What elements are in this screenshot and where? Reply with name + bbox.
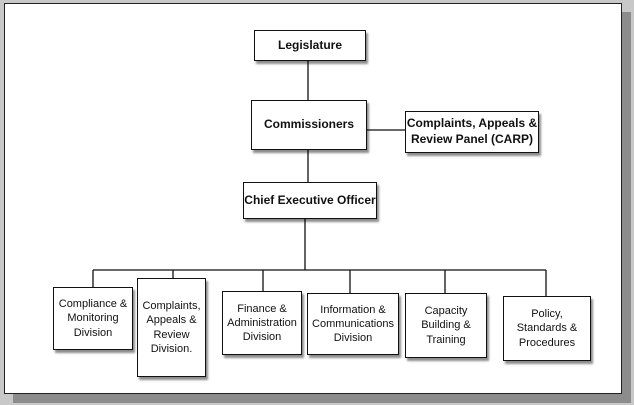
- policy-standards-procedures-box: Policy, Standards & Procedures: [503, 296, 591, 361]
- finance-administration-division-box: Finance & Administration Division: [222, 291, 302, 355]
- carp-box: Complaints, Appeals & Review Panel (CARP…: [405, 111, 539, 153]
- information-communications-division-box: Information & Communications Division: [307, 293, 399, 355]
- commissioners-box: Commissioners: [251, 100, 367, 150]
- capacity-building-training-box: Capacity Building & Training: [405, 293, 487, 358]
- compliance-monitoring-division-box: Compliance & Monitoring Division: [53, 287, 133, 350]
- complaints-appeals-review-division-box: Complaints, Appeals & Review Division.: [137, 278, 206, 377]
- legislature-box: Legislature: [254, 30, 366, 61]
- ceo-box: Chief Executive Officer: [243, 182, 377, 219]
